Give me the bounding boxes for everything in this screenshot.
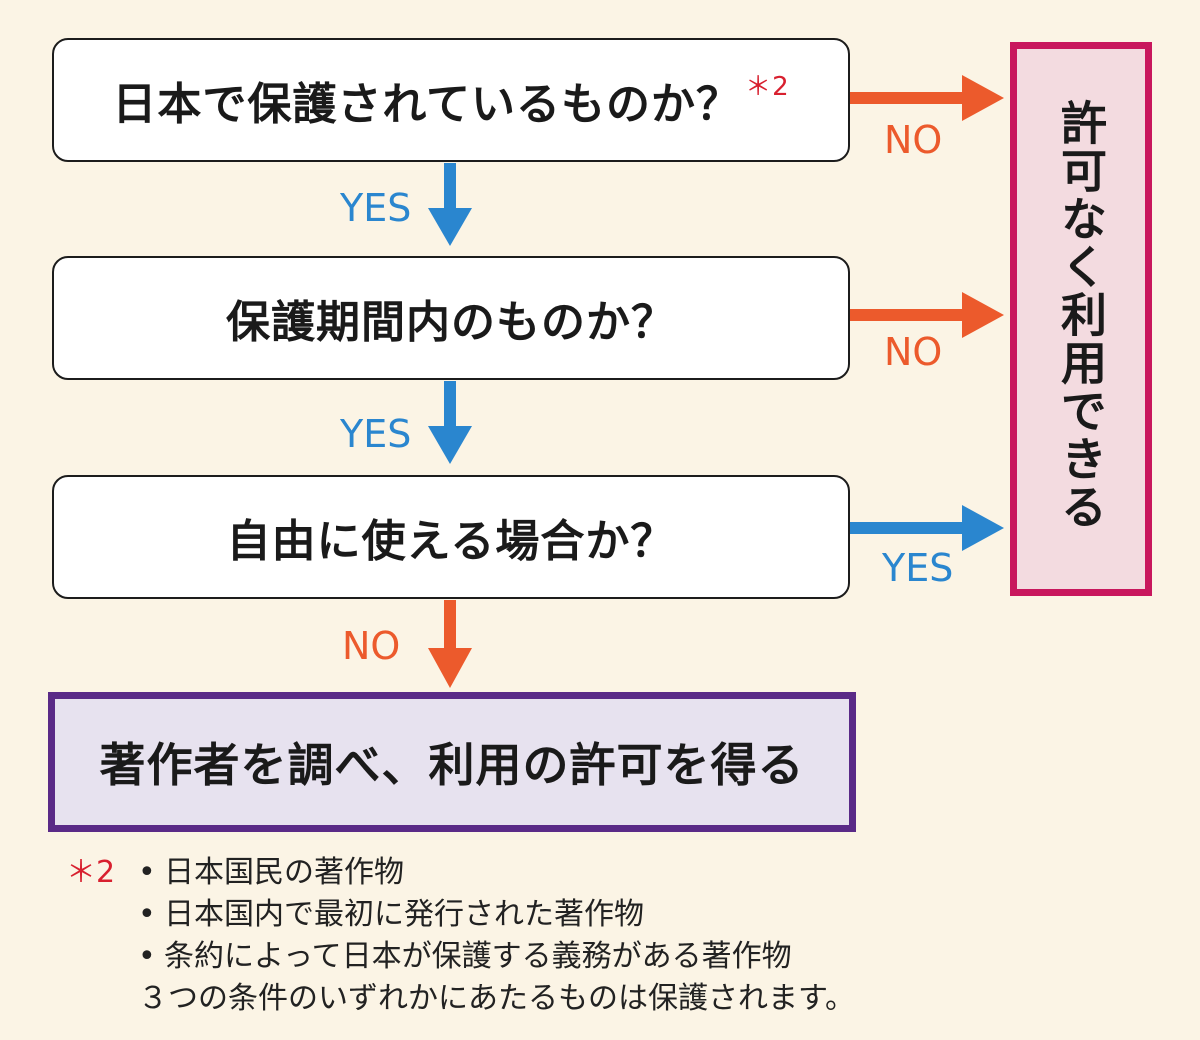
footnote-mark: ＊2 [66,855,116,890]
result-free-use-box: 許可なく利用できる [1010,42,1152,596]
question-within-protection-period: 保護期間内のものか？ [52,256,850,380]
yes-arrow-down-1 [428,163,472,246]
no-label-1: NO [884,118,943,162]
footnote-item-1: ＊2 •日本国民の著作物 [66,852,855,894]
footnote: ＊2•日本国民の著作物 •日本国内で最初に発行された著作物 •条約によって日本が… [66,852,855,1020]
question-1-text: 日本で保護されているものか？ [112,79,742,130]
no-arrow-right-1 [850,75,1004,121]
bullet-icon: • [138,939,156,974]
question-2-text: 保護期間内のものか？ [226,297,676,348]
bullet-icon: • [138,855,156,890]
footnote-summary-text: ３つの条件のいずれかにあたるものは保護されます。 [138,981,855,1016]
result-ask-permission-box: 著作者を調べ、利用の許可を得る [48,692,856,832]
result-ask-permission-text: 著作者を調べ、利用の許可を得る [99,738,805,792]
yes-label-1: YES [340,186,412,230]
footnote-item-2: •日本国内で最初に発行された著作物 [66,894,855,936]
yes-label-2: YES [340,412,412,456]
yes-label-3: YES [882,546,954,590]
footnote-summary: ３つの条件のいずれかにあたるものは保護されます。 [66,978,855,1020]
question-3-text: 自由に使える場合か？ [226,516,676,567]
footnote-item-text: 日本国民の著作物 [164,855,404,890]
question-protected-in-japan: 日本で保護されているものか？＊2 [52,38,850,162]
yes-arrow-right-3 [850,505,1004,551]
result-free-use-text: 許可なく利用できる [1054,99,1108,531]
no-label-2: NO [884,330,943,374]
footnote-item-text: 条約によって日本が保護する義務がある著作物 [164,939,792,974]
footnote-item-3: •条約によって日本が保護する義務がある著作物 [66,936,855,978]
bullet-icon: • [138,897,156,932]
yes-arrow-down-2 [428,381,472,464]
no-arrow-right-2 [850,292,1004,338]
no-arrow-down [428,600,472,688]
no-label-3: NO [342,624,401,668]
footnote-item-text: 日本国内で最初に発行された著作物 [164,897,644,932]
question-free-use-case: 自由に使える場合か？ [52,475,850,599]
footnote-reference-mark: ＊2 [745,71,790,102]
